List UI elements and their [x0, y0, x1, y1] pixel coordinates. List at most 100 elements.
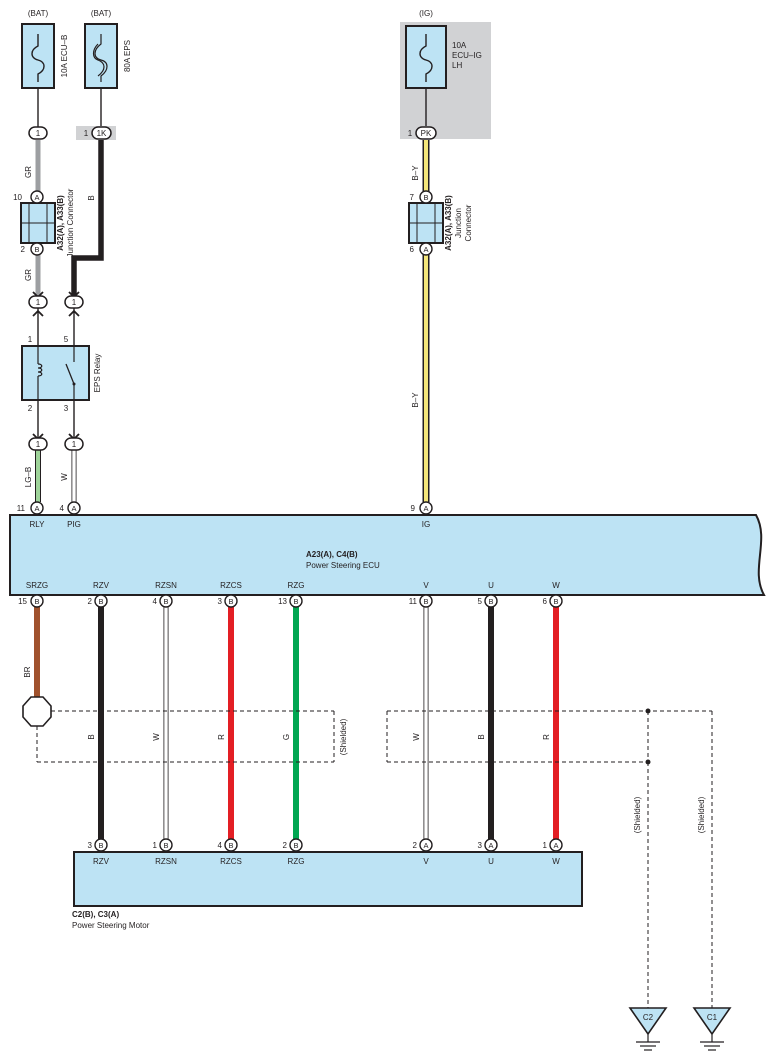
jc-right-desc1: Junction	[454, 208, 463, 238]
wire-label-w-pig: W	[60, 473, 69, 481]
jc-left-bot-num: 2	[21, 245, 26, 254]
relay-pin-2: 2	[28, 404, 33, 413]
svg-text:U: U	[488, 581, 494, 590]
ecu-name: A23(A), C4(B)	[306, 550, 358, 559]
wire-label-by-1: B–Y	[411, 165, 420, 181]
svg-text:W: W	[552, 857, 560, 866]
ecu-bottom-pin-rzsn: RZSN 4 B	[153, 581, 177, 608]
svg-text:V: V	[423, 581, 429, 590]
ground-c1-label: C1	[707, 1013, 718, 1022]
ecu-bottom-pin-w: W 6 B	[543, 581, 563, 608]
svg-text:B: B	[553, 597, 558, 606]
connector-row-3: 1 1	[28, 433, 84, 451]
pin-1-lgb: 1	[36, 440, 41, 449]
svg-text:V: V	[423, 857, 429, 866]
motor-pin-rzv: 3 B RZV	[88, 838, 110, 866]
svg-text:RZG: RZG	[288, 857, 305, 866]
pin-1-gr-lower: 1	[36, 298, 41, 307]
svg-text:1: 1	[543, 841, 548, 850]
wire-label-b-rzv: B	[87, 734, 96, 739]
wire-label-b-eps: B	[87, 195, 96, 200]
wire-label-b-u: B	[477, 734, 486, 739]
fuse-ecu-ig-line2: ECU–IG	[452, 51, 482, 60]
connector-row-2: 1 1	[28, 291, 84, 317]
svg-text:B: B	[488, 597, 493, 606]
svg-text:IG: IG	[422, 520, 430, 529]
svg-text:B: B	[163, 841, 168, 850]
wire-label-gr-1: GR	[24, 166, 33, 178]
relay-pin-5: 5	[64, 335, 69, 344]
svg-text:6: 6	[543, 597, 548, 606]
ground-c2: C2	[628, 1007, 668, 1051]
svg-text:PIG: PIG	[67, 520, 81, 529]
ecu-bottom-pin-srzg: SRZG 15 B	[18, 581, 48, 608]
svg-text:U: U	[488, 857, 494, 866]
pin-1-left: 1	[36, 129, 41, 138]
svg-text:3: 3	[88, 841, 93, 850]
fuse-ecu-ig-source: (IG)	[419, 9, 433, 18]
svg-text:11: 11	[409, 597, 418, 606]
eps-relay: 1 5 2 3 EPS Relay	[21, 335, 102, 413]
jc-left-desc: Junction Connector	[66, 188, 75, 257]
svg-text:B: B	[98, 597, 103, 606]
wire-label-r-rzcs: R	[217, 734, 226, 740]
svg-text:B: B	[34, 597, 39, 606]
motor-pin-u: 3 A U	[478, 838, 498, 866]
svg-text:4: 4	[60, 504, 65, 513]
wires	[34, 88, 559, 839]
svg-text:B: B	[228, 841, 233, 850]
svg-text:2: 2	[88, 597, 93, 606]
pin-1-b-lower: 1	[72, 298, 77, 307]
fuse-ecu-b-label: 10A ECU–B	[60, 35, 69, 78]
svg-text:2: 2	[413, 841, 418, 850]
ecu-bottom-pin-u: U 5 B	[478, 581, 498, 608]
jc-left-name: A32(A), A33(B)	[56, 195, 65, 251]
motor-pin-rzg: 2 B RZG	[283, 838, 305, 866]
motor-pin-w: 1 A W	[543, 838, 563, 866]
svg-text:15: 15	[18, 597, 27, 606]
wire-labels: GR GR B B–Y B–Y LG–B W BR B W R G W B R	[23, 165, 551, 741]
jc-left-top: A	[34, 193, 39, 202]
svg-text:B: B	[98, 841, 103, 850]
pin-1k-num: 1	[84, 129, 89, 138]
ground-c2-label: C2	[643, 1013, 654, 1022]
pin-1-w: 1	[72, 440, 77, 449]
svg-text:B: B	[423, 597, 428, 606]
motor-name: C2(B), C3(A)	[72, 910, 119, 919]
ground-c1: C1	[692, 1007, 732, 1051]
jc-left-bot: B	[34, 245, 39, 254]
wire-label-lgb: LG–B	[24, 467, 33, 487]
pin-1k: 1K	[97, 129, 107, 138]
svg-text:A: A	[423, 841, 428, 850]
shield-left: (Shielded)	[22, 696, 348, 763]
ecu-desc: Power Steering ECU	[306, 561, 380, 570]
svg-text:13: 13	[278, 597, 287, 606]
svg-text:4: 4	[153, 597, 158, 606]
svg-text:1: 1	[153, 841, 158, 850]
shielded-label-2: (Shielded)	[633, 796, 642, 833]
svg-text:3: 3	[218, 597, 223, 606]
motor-pin-rzcs: 4 B RZCS	[218, 838, 242, 866]
svg-text:RZCS: RZCS	[220, 857, 242, 866]
svg-text:RZSN: RZSN	[155, 581, 177, 590]
svg-text:11: 11	[17, 504, 26, 513]
power-steering-motor: C2(B), C3(A) Power Steering Motor 3 B RZ…	[72, 838, 583, 930]
svg-text:A: A	[34, 504, 39, 513]
svg-text:RZV: RZV	[93, 857, 110, 866]
wire-label-w-v: W	[412, 733, 421, 741]
svg-text:RZV: RZV	[93, 581, 110, 590]
shielded-label-3: (Shielded)	[697, 796, 706, 833]
wire-label-g-rzg: G	[282, 734, 291, 740]
svg-text:4: 4	[218, 841, 223, 850]
svg-text:A: A	[553, 841, 558, 850]
jc-right-desc2: Connector	[464, 204, 473, 241]
wire-label-gr-2: GR	[24, 269, 33, 281]
ecu-bottom-pin-rzcs: RZCS 3 B	[218, 581, 242, 608]
svg-text:A: A	[423, 504, 428, 513]
pin-pk-num: 1	[408, 129, 413, 138]
relay-pin-1: 1	[28, 335, 33, 344]
shielded-label-1: (Shielded)	[339, 718, 348, 755]
relay-label: EPS Relay	[93, 354, 102, 393]
jc-left-top-num: 10	[13, 193, 22, 202]
svg-text:W: W	[552, 581, 560, 590]
